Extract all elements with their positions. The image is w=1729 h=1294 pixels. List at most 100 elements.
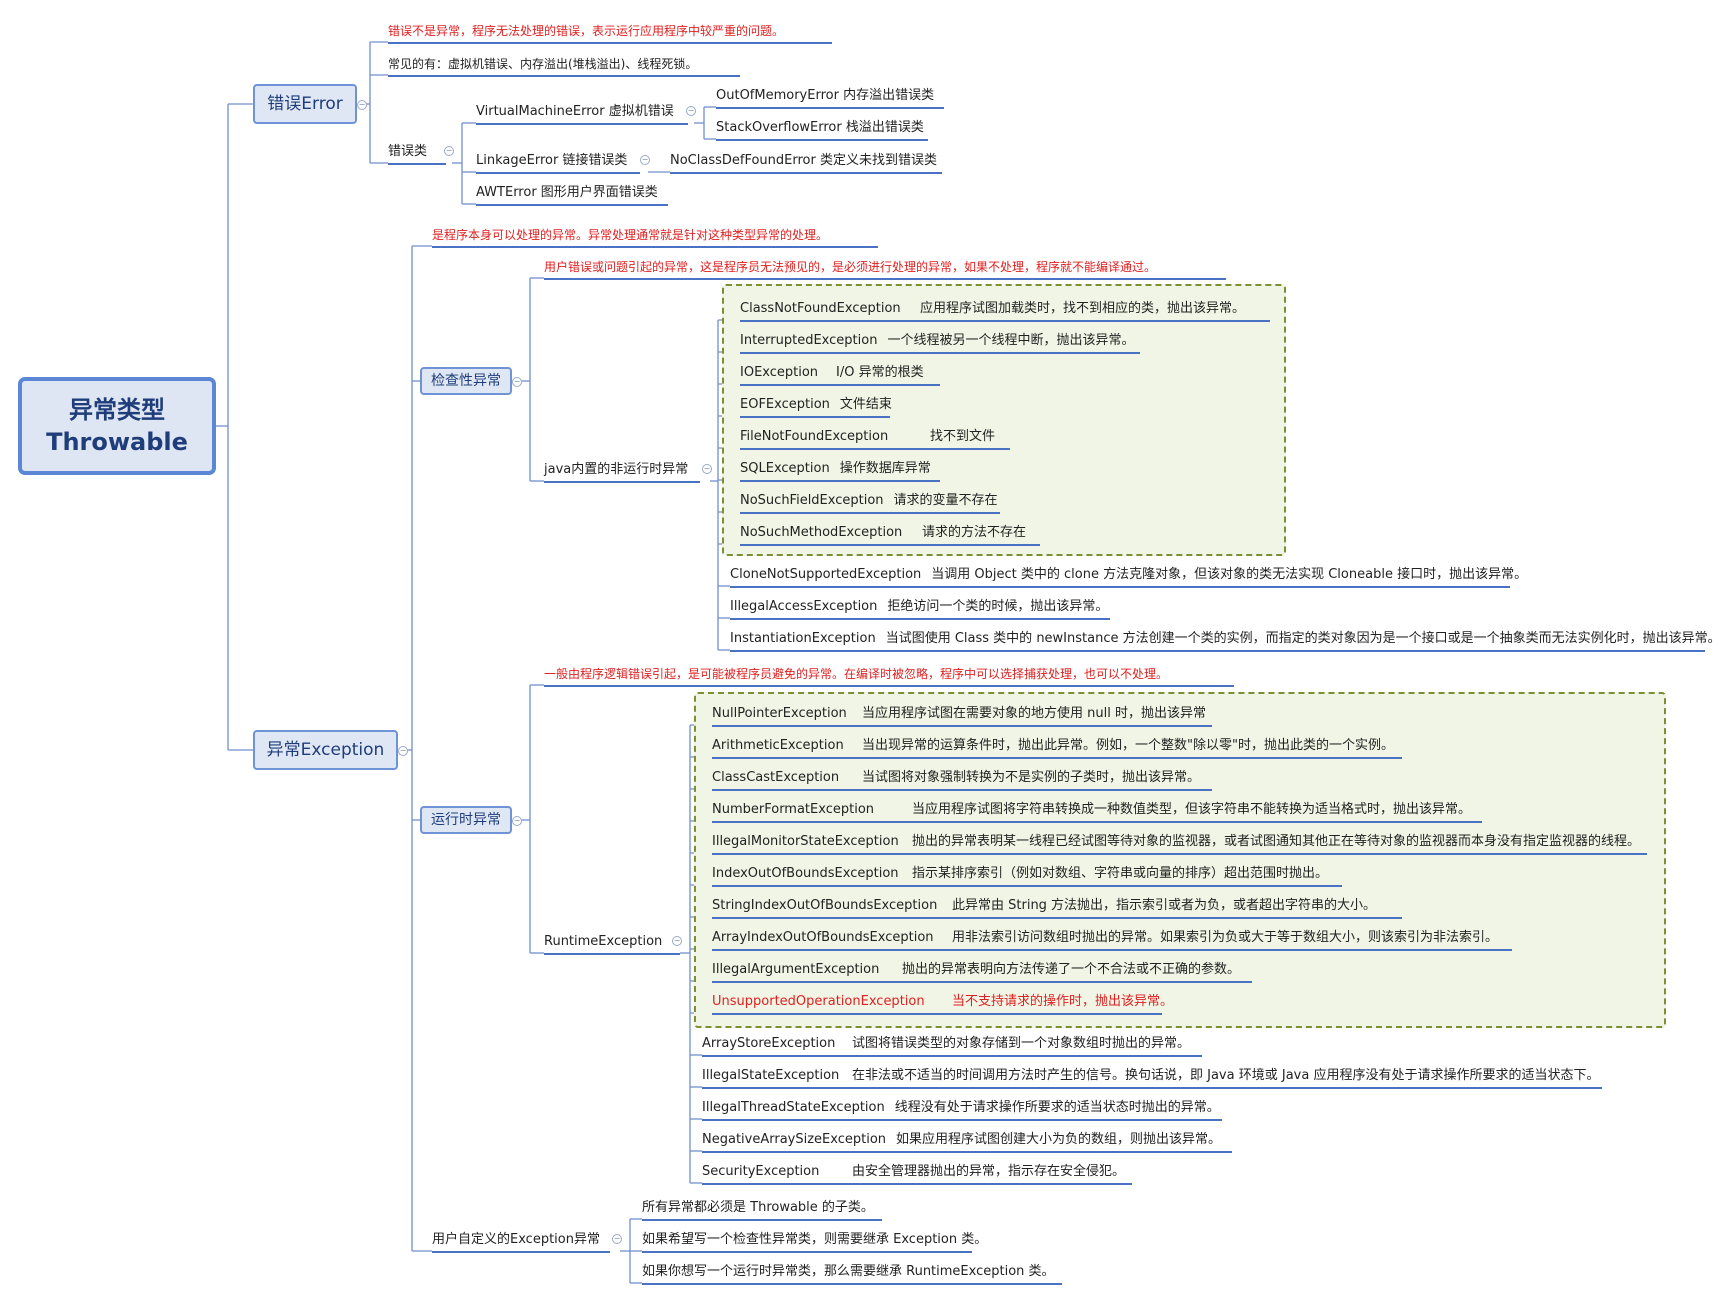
checked-exception-item[interactable]: IllegalAccessException 拒绝访问一个类的时候，抛出该异常。 xyxy=(730,598,1110,620)
oom-error[interactable]: OutOfMemoryError 内存溢出错误类 xyxy=(716,87,944,109)
exception-class-description: 操作数据库异常 xyxy=(839,461,931,476)
runtime-class-collapse-icon[interactable]: − xyxy=(672,936,682,946)
error-classes-collapse-icon[interactable]: − xyxy=(444,146,454,156)
exception-class-description: 线程没有处于请求操作所要求的适当状态时抛出的异常。 xyxy=(894,1100,1220,1115)
exception-class-name: ArrayIndexOutOfBoundsException xyxy=(712,930,934,945)
linkage-error[interactable]: LinkageError 链接错误类 xyxy=(476,152,640,174)
exception-class-name: NoSuchFieldException xyxy=(740,493,884,508)
exception-class-description: 请求的方法不存在 xyxy=(922,525,1027,540)
awt-error[interactable]: AWTError 图形用户界面错误类 xyxy=(476,184,668,206)
exception-class-description: 文件结束 xyxy=(839,397,892,412)
exception-class-description: 当试图使用 Class 类中的 newInstance 方法创建一个类的实例，而… xyxy=(885,631,1721,646)
custom-collapse-icon[interactable]: − xyxy=(612,1234,622,1244)
exception-class-name: SecurityException xyxy=(702,1164,820,1179)
exception-class-name: SQLException xyxy=(740,461,830,476)
checked-builtin-node[interactable]: java内置的非运行时异常 xyxy=(544,461,700,483)
checked-exception-item[interactable]: SQLException 操作数据库异常 xyxy=(740,460,940,482)
exception-class-name: InterruptedException xyxy=(740,333,878,348)
root-title-en: Throwable xyxy=(46,428,188,456)
exception-class-description: 抛出的异常表明向方法传递了一个不合法或不正确的参数。 xyxy=(902,962,1241,977)
exception-class-description: 指示某排序索引（例如对数组、字符串或向量的排序）超出范围时抛出。 xyxy=(912,866,1329,881)
runtime-collapse-icon[interactable]: − xyxy=(512,816,522,826)
exception-class-description: 此异常由 String 方法抛出，指示索引或者为负，或者超出字符串的大小。 xyxy=(952,898,1377,913)
exception-class-name: CloneNotSupportedException xyxy=(730,567,922,582)
exception-class-name: ClassNotFoundException xyxy=(740,301,901,316)
custom-exception-rule[interactable]: 如果你想写一个运行时异常类，那么需要继承 RuntimeException 类。 xyxy=(642,1263,1062,1285)
exception-class-description: 在非法或不适当的时间调用方法时产生的信号。换句话说，即 Java 环境或 Jav… xyxy=(852,1068,1600,1083)
custom-exception-rule[interactable]: 如果希望写一个检查性异常类，则需要继承 Exception 类。 xyxy=(642,1231,987,1253)
sof-error[interactable]: StackOverflowError 栈溢出错误类 xyxy=(716,119,928,141)
exception-class-description: 试图将错误类型的对象存储到一个对象数组时抛出的异常。 xyxy=(852,1036,1191,1051)
checked-exception-node[interactable]: 检查性异常 xyxy=(420,367,512,395)
checked-definition: 用户错误或问题引起的异常，这是程序员无法预见的，是必须进行处理的异常，如果不处理… xyxy=(544,258,1226,280)
exception-class-description: 当应用程序试图将字符串转换成一种数值类型，但该字符串不能转换为适当格式时，抛出该… xyxy=(912,802,1472,817)
custom-exception-rule[interactable]: 所有异常都必须是 Throwable 的子类。 xyxy=(642,1199,882,1221)
error-collapse-icon[interactable]: − xyxy=(357,100,367,110)
error-definition: 错误不是异常，程序无法处理的错误，表示运行应用程序中较严重的问题。 xyxy=(388,22,832,44)
exception-definition: 是程序本身可以处理的异常。异常处理通常就是针对这种类型异常的处理。 xyxy=(432,226,878,248)
exception-class-description: 拒绝访问一个类的时候，抛出该异常。 xyxy=(887,599,1109,614)
exception-class-name: IOException xyxy=(740,365,819,380)
root-title-cn: 异常类型 xyxy=(69,396,165,424)
error-classes[interactable]: 错误类 xyxy=(388,143,446,165)
runtime-exception-node[interactable]: 运行时异常 xyxy=(420,806,512,834)
custom-exception-node[interactable]: 用户自定义的Exception异常 xyxy=(432,1231,610,1253)
checked-exception-item[interactable]: NoSuchFieldException 请求的变量不存在 xyxy=(740,492,1000,514)
error-node[interactable]: 错误Error xyxy=(253,84,357,124)
runtime-exception-item[interactable]: StringIndexOutOfBoundsException 此异常由 Stri… xyxy=(712,897,1402,919)
exception-class-name: EOFException xyxy=(740,397,830,412)
runtime-exception-item[interactable]: NullPointerException 当应用程序试图在需要对象的地方使用 nu… xyxy=(712,705,1212,727)
ncdf-error[interactable]: NoClassDefFoundError 类定义未找到错误类 xyxy=(670,152,942,174)
custom-exception-rule-text: 如果你想写一个运行时异常类，那么需要继承 RuntimeException 类。 xyxy=(642,1264,1055,1279)
exception-collapse-icon[interactable]: − xyxy=(398,746,408,756)
exception-class-description: 当应用程序试图在需要对象的地方使用 null 时，抛出该异常 xyxy=(862,706,1206,721)
exception-class-name: NullPointerException xyxy=(712,706,847,721)
runtime-exception-item[interactable]: SecurityException 由安全管理器抛出的异常，指示存在安全侵犯。 xyxy=(702,1163,1132,1185)
checked-collapse-icon[interactable]: − xyxy=(512,377,522,387)
exception-class-description: 由安全管理器抛出的异常，指示存在安全侵犯。 xyxy=(852,1164,1126,1179)
runtime-exception-item[interactable]: IllegalArgumentException 抛出的异常表明向方法传递了一个不… xyxy=(712,961,1252,983)
runtime-definition: 一般由程序逻辑错误引起，是可能被程序员避免的异常。在编译时被忽略，程序中可以选择… xyxy=(544,665,1234,687)
exception-class-name: UnsupportedOperationException xyxy=(712,994,925,1009)
exception-class-name: FileNotFoundException xyxy=(740,429,889,444)
runtime-exception-item[interactable]: ArrayStoreException 试图将错误类型的对象存储到一个对象数组时抛… xyxy=(702,1035,1202,1057)
exception-class-name: IllegalAccessException xyxy=(730,599,878,614)
exception-node[interactable]: 异常Exception xyxy=(253,730,398,770)
builtin-collapse-icon[interactable]: − xyxy=(702,464,712,474)
custom-exception-rule-text: 如果希望写一个检查性异常类，则需要继承 Exception 类。 xyxy=(642,1232,988,1247)
exception-class-name: IndexOutOfBoundsException xyxy=(712,866,899,881)
exception-class-name: NegativeArraySizeException xyxy=(702,1132,887,1147)
exception-class-description: 抛出的异常表明某一线程已经试图等待对象的监视器，或者试图通知其他正在等待对象的监… xyxy=(912,834,1641,849)
checked-exception-item[interactable]: EOFException 文件结束 xyxy=(740,396,892,418)
exception-class-name: ClassCastException xyxy=(712,770,840,785)
exception-class-description: 请求的变量不存在 xyxy=(893,493,998,508)
exception-class-name: IllegalArgumentException xyxy=(712,962,880,977)
linkage-collapse-icon[interactable]: − xyxy=(640,155,650,165)
runtime-exception-class-node[interactable]: RuntimeException xyxy=(544,933,680,955)
exception-class-name: ArrayStoreException xyxy=(702,1036,836,1051)
root-node[interactable]: 异常类型 Throwable xyxy=(18,377,216,475)
runtime-exception-item[interactable]: IndexOutOfBoundsException 指示某排序索引（例如对数组、字… xyxy=(712,865,1342,887)
custom-exception-rule-text: 所有异常都必须是 Throwable 的子类。 xyxy=(642,1200,874,1215)
vm-error-collapse-icon[interactable]: − xyxy=(686,106,696,116)
exception-class-name: StringIndexOutOfBoundsException xyxy=(712,898,938,913)
vm-error[interactable]: VirtualMachineError 虚拟机错误 xyxy=(476,103,688,125)
